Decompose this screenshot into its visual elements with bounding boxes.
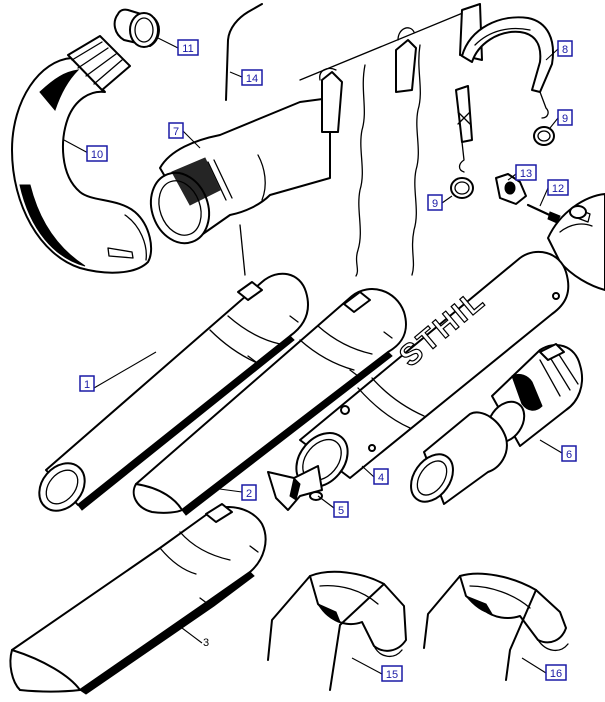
part-screw <box>526 203 561 224</box>
svg-text:4: 4 <box>378 472 384 484</box>
svg-text:14: 14 <box>246 73 258 85</box>
svg-text:2: 2 <box>246 488 252 500</box>
callout-10: 10 <box>86 145 108 162</box>
part-safety-glasses-16 <box>423 572 569 681</box>
svg-text:9: 9 <box>562 113 568 125</box>
callout-15: 15 <box>381 665 403 682</box>
callout-16: 16 <box>545 664 567 681</box>
callout-8: 8 <box>557 40 573 57</box>
svg-text:1: 1 <box>84 379 90 391</box>
callout-1: 1 <box>79 375 95 392</box>
callout-14: 14 <box>241 69 263 86</box>
part-logo-tube-4: STHIL <box>295 250 570 488</box>
svg-text:13: 13 <box>520 168 532 180</box>
callout-5: 5 <box>333 501 349 518</box>
part-connector-6 <box>410 343 584 505</box>
callout-12: 12 <box>547 179 569 196</box>
part-fan-nozzle-5 <box>267 465 323 511</box>
svg-text:5: 5 <box>338 505 344 517</box>
svg-text:15: 15 <box>386 669 398 681</box>
part-blower-tube-7 <box>149 67 343 276</box>
svg-text:9: 9 <box>432 198 438 210</box>
part-star-knob <box>495 173 527 205</box>
callout-2: 2 <box>241 484 257 501</box>
part-ring-9-upper <box>533 126 555 146</box>
part-elbow-tube <box>11 35 153 274</box>
blower-housing-fragment <box>547 193 605 291</box>
part-blower-tube-1 <box>38 272 309 512</box>
part-flat-nozzle-2 <box>132 288 407 516</box>
part-safety-glasses-15 <box>267 570 407 691</box>
part-wide-nozzle-3 <box>9 503 267 695</box>
part-ring-9-lower <box>450 177 474 199</box>
callout-13: 13 <box>515 164 537 181</box>
svg-text:6: 6 <box>566 449 572 461</box>
callout-11: 11 <box>177 39 199 56</box>
svg-text:7: 7 <box>173 126 179 138</box>
svg-text:12: 12 <box>552 183 564 195</box>
leader-lines <box>63 37 563 675</box>
svg-text:8: 8 <box>562 44 568 56</box>
svg-text:11: 11 <box>182 43 193 55</box>
callout-4: 4 <box>373 468 389 485</box>
part-clamp-ring <box>113 8 160 48</box>
callout-9-upper: 9 <box>557 109 573 126</box>
svg-text:3: 3 <box>203 637 209 649</box>
callout-3: 3 <box>203 637 209 649</box>
part-hook-wire <box>225 3 263 101</box>
callout-6: 6 <box>561 445 577 462</box>
svg-text:16: 16 <box>550 668 562 680</box>
part-shoulder-strap <box>455 16 554 173</box>
callout-9-lower: 9 <box>427 194 443 211</box>
callout-7: 7 <box>168 122 184 139</box>
svg-text:10: 10 <box>91 149 103 161</box>
